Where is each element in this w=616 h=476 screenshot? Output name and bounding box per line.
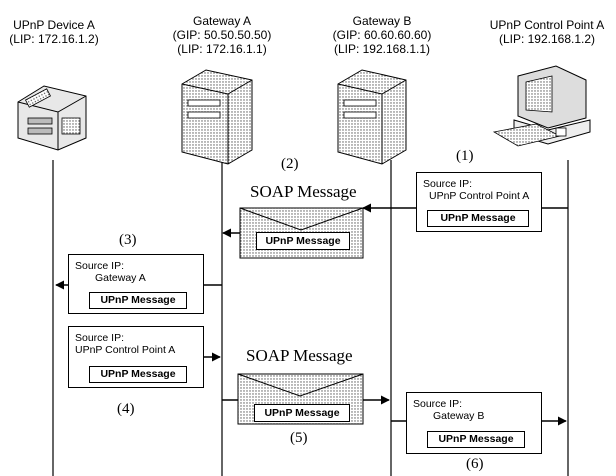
device-a-lip: (LIP: 172.16.1.2) [9, 32, 99, 46]
gateway-a-name: Gateway A [192, 14, 252, 28]
source-ip-value: Gateway A [95, 272, 146, 284]
message-box-3-source: Source IP: Gateway A [75, 260, 146, 284]
upnp-message: UPnP Message [89, 366, 187, 383]
device-a-name: UPnP Device A [13, 18, 95, 32]
message-box-6: Source IP: Gateway B UPnP Message [406, 392, 542, 454]
control-point-a-name: UPnP Control Point A [489, 18, 605, 32]
printer-icon [17, 85, 87, 151]
gateway-a-lip: (LIP: 172.16.1.1) [177, 42, 267, 56]
gateway-a-gip: (GIP: 50.50.50.50) [172, 28, 272, 42]
source-ip-label: Source IP: [75, 332, 125, 344]
message-box-4: Source IP: UPnP Control Point A UPnP Mes… [68, 326, 204, 388]
source-ip-value: UPnP Control Point A [429, 190, 530, 202]
soap-upnp-message-5: UPnP Message [254, 404, 350, 422]
step-3: (3) [119, 232, 137, 248]
message-box-6-source: Source IP: Gateway B [413, 398, 484, 422]
source-ip-value: UPnP Control Point A [75, 344, 176, 356]
step-6: (6) [466, 456, 484, 472]
step-4: (4) [117, 401, 135, 417]
step-1: (1) [456, 148, 474, 164]
gateway-b-gip: (GIP: 60.60.60.60) [332, 28, 432, 42]
message-box-4-source: Source IP: UPnP Control Point A [75, 332, 175, 356]
source-ip-label: Source IP: [413, 398, 463, 410]
label-gateway-b: Gateway B (GIP: 60.60.60.60) (LIP: 192.1… [312, 14, 452, 56]
source-ip-label: Source IP: [423, 178, 473, 190]
step-5: (5) [290, 430, 308, 446]
server-icon-gateway-a [181, 69, 253, 165]
message-box-3: Source IP: Gateway A UPnP Message [68, 254, 204, 314]
upnp-message: UPnP Message [427, 210, 529, 227]
control-point-a-lip: (LIP: 192.168.1.2) [498, 32, 596, 46]
gateway-b-name: Gateway B [352, 14, 412, 28]
message-box-1-source: Source IP: UPnP Control Point A [423, 178, 529, 202]
label-device-a: UPnP Device A (LIP: 172.16.1.2) [0, 18, 108, 46]
soap-message-title-2: SOAP Message [250, 182, 357, 201]
label-gateway-a: Gateway A (GIP: 50.50.50.50) (LIP: 172.1… [152, 14, 292, 56]
upnp-message: UPnP Message [427, 431, 525, 448]
computer-icon [492, 65, 591, 147]
source-ip-label: Source IP: [75, 260, 125, 272]
message-box-1: Source IP: UPnP Control Point A UPnP Mes… [416, 172, 542, 232]
step-2: (2) [281, 156, 299, 172]
soap-upnp-message-2: UPnP Message [256, 232, 350, 250]
label-control-point-a: UPnP Control Point A (LIP: 192.168.1.2) [478, 18, 616, 46]
upnp-message: UPnP Message [89, 292, 187, 309]
source-ip-value: Gateway B [433, 410, 485, 422]
soap-message-title-5: SOAP Message [246, 346, 353, 365]
gateway-b-lip: (LIP: 192.168.1.1) [333, 42, 431, 56]
server-icon-gateway-b [337, 69, 407, 165]
